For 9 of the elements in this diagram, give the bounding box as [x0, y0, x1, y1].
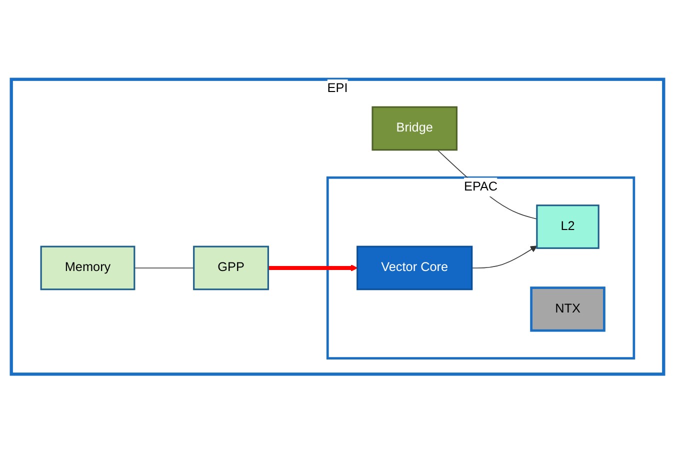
arrow — [268, 264, 358, 272]
arrow — [471, 245, 538, 268]
node-box: Bridge — [372, 106, 458, 150]
node-box: NTX — [530, 286, 606, 332]
connector — [134, 267, 194, 268]
node-box: GPP — [193, 246, 269, 290]
node-box: Vector Core — [356, 246, 473, 290]
node-box: L2 — [536, 204, 600, 249]
node-box: Memory — [40, 246, 136, 290]
